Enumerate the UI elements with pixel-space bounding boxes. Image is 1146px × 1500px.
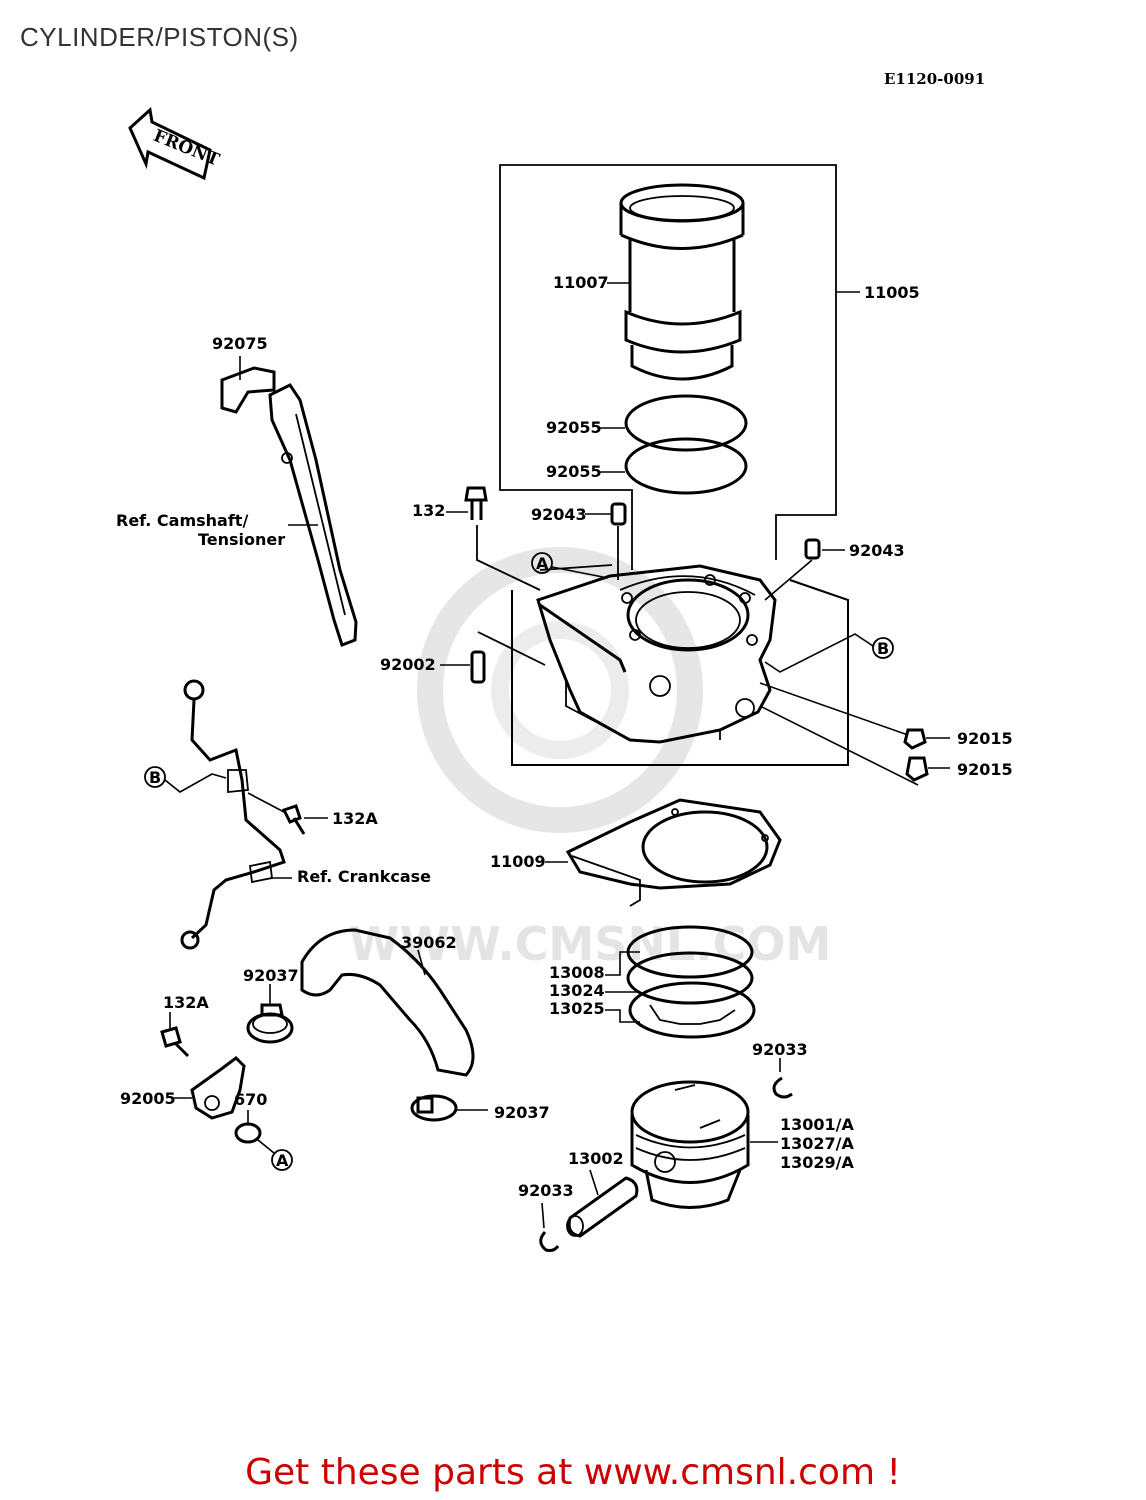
- callout-a-top: A: [531, 552, 609, 579]
- gasket-11009-part: [545, 798, 782, 907]
- assembly-bracket-11005: [499, 164, 860, 560]
- label-ref-camshaft-1: Ref. Camshaft/: [116, 511, 248, 530]
- bolt-132-part: [446, 486, 541, 591]
- bolt-132a-top-part: [247, 792, 328, 835]
- cylinder-block-part: [511, 564, 849, 766]
- label-92033-left: 92033: [518, 1181, 574, 1200]
- clamp-92037-bottom-part: [410, 1094, 488, 1122]
- label-92002: 92002: [380, 655, 436, 674]
- label-670: 670: [234, 1090, 267, 1109]
- label-92043-left: 92043: [531, 505, 587, 524]
- label-92005: 92005: [120, 1089, 176, 1108]
- label-92037-top: 92037: [243, 966, 299, 985]
- label-92015-bottom: 92015: [957, 760, 1013, 779]
- label-11009: 11009: [490, 852, 546, 871]
- label-13024: 13024: [549, 981, 605, 1000]
- label-132a-bottom: 132A: [163, 993, 209, 1012]
- label-92075: 92075: [212, 334, 268, 353]
- dowel-92043-left-part: [508, 489, 633, 580]
- oil-pipe-part: B: [144, 679, 292, 950]
- label-92037-bottom: 92037: [494, 1103, 550, 1122]
- watermark-text: WWW.CMSNL.COM: [349, 917, 832, 971]
- label-11007: 11007: [553, 273, 609, 292]
- label-92033-right: 92033: [752, 1040, 808, 1059]
- label-92043-right: 92043: [849, 541, 905, 560]
- piston-pin-13002-part: [566, 1169, 639, 1238]
- cylinder-sleeve-part: [607, 183, 745, 381]
- callout-a-top-label: A: [536, 554, 549, 573]
- label-92055-top: 92055: [546, 418, 602, 437]
- label-ref-camshaft-2: Tensioner: [198, 530, 285, 549]
- circlip-92033-left-part: [539, 1202, 560, 1252]
- label-39062: 39062: [401, 933, 457, 952]
- dowel-92043-right-part: [764, 538, 845, 601]
- o-ring-92055-parts: [600, 394, 748, 495]
- diagram-code: E1120-0091: [884, 70, 986, 88]
- label-11005: 11005: [864, 283, 920, 302]
- piston-part: [630, 1080, 778, 1209]
- water-hose-39062-part: [300, 928, 475, 1077]
- piston-rings-part: [605, 925, 756, 1039]
- nut-92015-parts: [759, 682, 950, 786]
- label-92055-bottom: 92055: [546, 462, 602, 481]
- chain-guide-part: [220, 356, 358, 647]
- label-132a-top: 132A: [332, 809, 378, 828]
- callout-b-left-label: B: [149, 768, 161, 787]
- circlip-92033-right-part: [772, 1058, 793, 1099]
- label-13029: 13029/A: [780, 1153, 855, 1172]
- label-13002: 13002: [568, 1149, 624, 1168]
- label-132: 132: [412, 501, 445, 520]
- label-92015-top: 92015: [957, 729, 1013, 748]
- label-13008: 13008: [549, 963, 605, 982]
- label-ref-crankcase: Ref. Crankcase: [297, 867, 431, 886]
- fitting-92005-part: A: [172, 1056, 293, 1171]
- watermark: WWW.CMSNL.COM: [349, 547, 832, 971]
- stud-92002-part: [440, 631, 546, 684]
- callout-b-right-label: B: [877, 639, 889, 658]
- label-13027: 13027/A: [780, 1134, 855, 1153]
- front-label: FRONT: [150, 126, 222, 171]
- page-title: CYLINDER/PISTON(S): [20, 22, 299, 52]
- front-arrow-icon: FRONT: [128, 107, 222, 181]
- label-13001: 13001/A: [780, 1115, 855, 1134]
- bolt-132a-bottom-part: [160, 1012, 190, 1058]
- label-13025: 13025: [549, 999, 605, 1018]
- clamp-92037-top-part: [246, 984, 294, 1044]
- callout-b-right: B: [764, 633, 894, 673]
- footer-link[interactable]: Get these parts at www.cmsnl.com !: [245, 1452, 901, 1493]
- callout-a-bottom-label: A: [276, 1151, 289, 1170]
